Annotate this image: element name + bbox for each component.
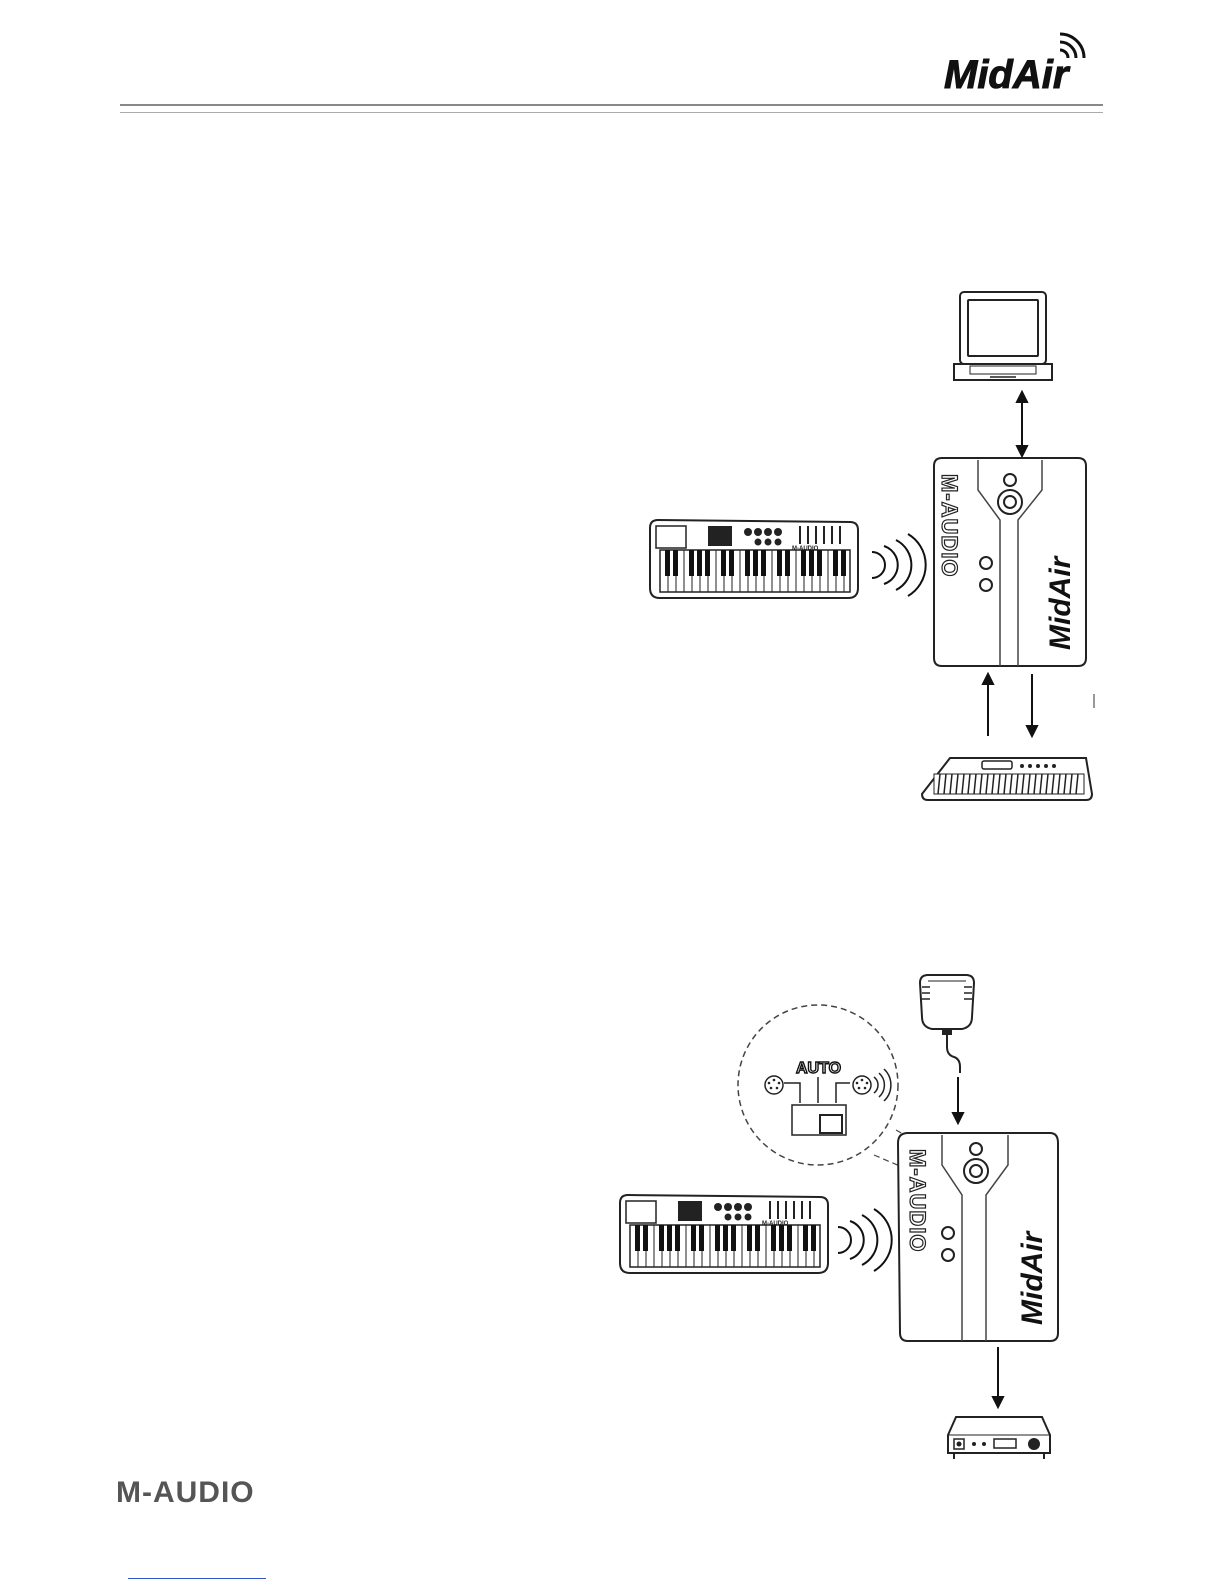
wireless-signal-icon: [872, 534, 926, 596]
header-logo-text: MidAir: [944, 53, 1071, 97]
wireless-signal-icon: [838, 1209, 892, 1271]
power-jack-icon: [1004, 474, 1016, 486]
midi-out-arrow-icon: [993, 1347, 1003, 1407]
interface-logo-label: MidAir: [1044, 554, 1077, 650]
power-jack-icon: [970, 1143, 982, 1155]
midi-out-port-icon: [980, 579, 992, 591]
connection-diagram-computer: M-AUDIO MidAir M-AUDIO: [640, 280, 1120, 820]
sound-module-icon: [948, 1417, 1050, 1459]
interface-logo-label: MidAir: [1016, 1229, 1049, 1325]
mode-selector-switch: [792, 1105, 846, 1135]
connection-diagram-standalone: AUTO: [610, 965, 1080, 1480]
m-audio-footer-logo: M-AUDIO: [116, 1476, 255, 1510]
midi-out-arrow-icon: [1027, 674, 1037, 736]
midair-header-logo: MidAir: [942, 30, 1102, 100]
laptop-icon: [954, 292, 1052, 380]
usb-port-icon: [964, 1159, 988, 1183]
midi-in-port-icon: [942, 1227, 954, 1239]
midi-in-port-icon: [980, 557, 992, 569]
interface-brand-label: M-AUDIO: [905, 1149, 930, 1253]
footer-link-underline[interactable]: [128, 1578, 266, 1579]
header-divider: [120, 104, 1103, 113]
power-arrow-icon: [953, 1077, 963, 1123]
wireless-keyboard-controller-icon: M-AUDIO: [650, 520, 858, 598]
midi-out-port-icon: [942, 1249, 954, 1261]
bidirectional-arrow-icon: [1017, 392, 1027, 456]
interface-brand-label: M-AUDIO: [937, 474, 962, 578]
usb-port-icon: [998, 490, 1022, 514]
synthesizer-keyboard-icon: [922, 758, 1092, 800]
auto-mode-label: AUTO: [796, 1060, 841, 1077]
midi-mode-icon: [765, 1076, 783, 1094]
midi-in-arrow-icon: [983, 674, 993, 736]
midair-receiver-unit: M-AUDIO MidAir: [934, 458, 1086, 666]
power-adapter-icon: [920, 975, 974, 1073]
midair-receiver-unit: M-AUDIO MidAir: [898, 1133, 1058, 1341]
wireless-keyboard-controller-icon: M-AUDIO: [620, 1195, 828, 1273]
